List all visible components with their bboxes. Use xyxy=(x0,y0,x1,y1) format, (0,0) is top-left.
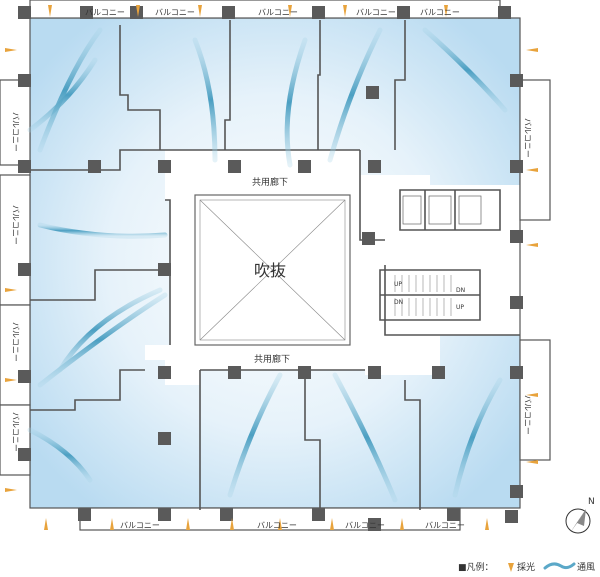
labels: バルコニー バルコニー バルコニー バルコニー バルコニー バルコニー バルコニ… xyxy=(11,8,532,530)
legend-light-label: 採光 xyxy=(517,561,535,573)
stair-up-label-2: UP xyxy=(456,304,464,311)
stair-dn-label-2: DN xyxy=(394,299,403,306)
balcony-label-bottom-3: バルコニー xyxy=(345,521,385,530)
balcony-label-top-1: バルコニー xyxy=(85,8,125,17)
light-arrow-icon xyxy=(508,563,514,572)
legend: ■凡例： 採光 通風 xyxy=(458,561,595,573)
stairs xyxy=(394,275,452,316)
legend-wind-label: 通風 xyxy=(577,562,595,573)
balcony-label-left-2: バルコニー xyxy=(11,205,20,245)
corridor-label-bottom: 共用廊下 xyxy=(254,353,290,365)
light-arrows xyxy=(5,5,538,530)
balcony-label-bottom-1: バルコニー xyxy=(120,521,160,530)
stair-dn-label-1: DN xyxy=(456,287,465,294)
balcony-label-left-1: バルコニー xyxy=(11,112,20,152)
stair-up-label-1: UP xyxy=(394,281,402,288)
interior-walls xyxy=(30,20,520,510)
north-label: N xyxy=(588,497,595,507)
balcony-label-right-1: バルコニー xyxy=(523,118,532,158)
wind-flow-icon xyxy=(543,562,576,570)
elevators xyxy=(402,195,482,225)
wind-flows xyxy=(27,27,508,503)
outer-walls xyxy=(0,0,551,531)
atrium-label: 吹抜 xyxy=(254,261,286,280)
balcony-label-left-4: バルコニー xyxy=(11,412,20,452)
balcony-label-top-5: バルコニー xyxy=(420,8,460,17)
compass-needle-icon xyxy=(570,509,586,533)
compass: N xyxy=(565,497,595,534)
atrium xyxy=(194,194,351,346)
columns xyxy=(18,6,523,531)
corridor-label-top: 共用廊下 xyxy=(252,176,288,188)
balcony-label-top-2: バルコニー xyxy=(155,8,195,17)
balcony-label-top-4: バルコニー xyxy=(356,8,396,17)
legend-prefix: ■凡例： xyxy=(458,561,494,573)
balcony-label-top-3: バルコニー xyxy=(258,8,298,17)
balcony-label-right-2: バルコニー xyxy=(523,395,532,435)
balcony-label-bottom-2: バルコニー xyxy=(257,521,297,530)
balcony-label-left-3: バルコニー xyxy=(11,322,20,362)
balcony-label-bottom-4: バルコニー xyxy=(425,521,465,530)
